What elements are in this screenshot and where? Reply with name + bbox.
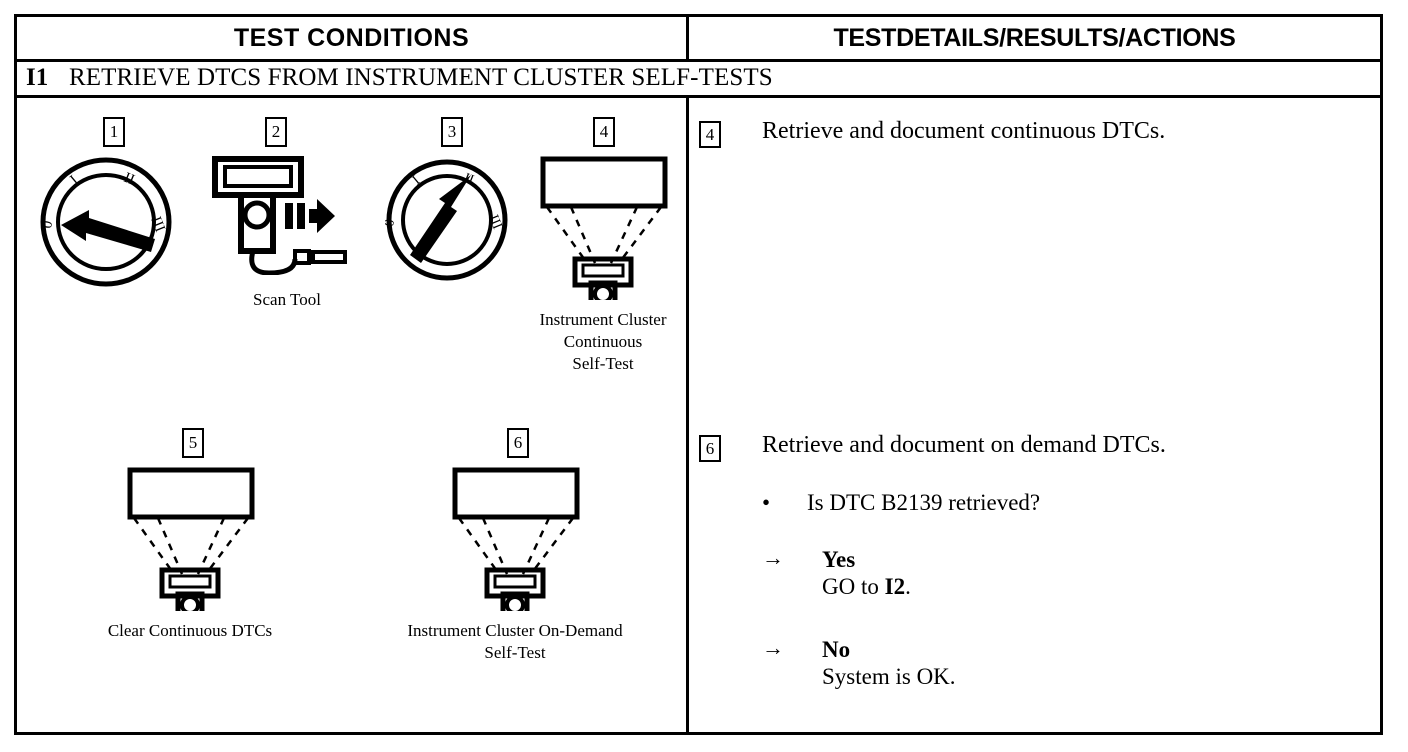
row-title-text: RETRIEVE DTCS FROM INSTRUMENT CLUSTER SE…: [69, 64, 773, 91]
header-test-details-label: TESTDETAILS/RESULTS/ACTIONS: [833, 23, 1236, 52]
step-6-text: Retrieve and document on demand DTCs.: [762, 432, 1166, 458]
figure-2-caption: Scan Tool: [253, 290, 321, 309]
table-row-title: I1 RETRIEVE DTCS FROM INSTRUMENT CLUSTER…: [17, 62, 1380, 98]
answer-yes-action: GO to I2.: [822, 573, 911, 600]
step-4-number: 4: [699, 121, 721, 148]
table-header-row: TEST CONDITIONS TESTDETAILS/RESULTS/ACTI…: [17, 17, 1380, 62]
test-conditions-cell: 1 0 I II III: [17, 98, 686, 732]
figure-4-number: 4: [593, 117, 615, 147]
answer-yes-label: Yes: [822, 547, 856, 572]
answer-no-action: System is OK.: [822, 663, 956, 690]
figure-6-number: 6: [507, 428, 529, 458]
answer-no-label: No: [822, 637, 851, 662]
diagnostic-table: TEST CONDITIONS TESTDETAILS/RESULTS/ACTI…: [14, 14, 1383, 735]
answer-yes-action-target: I2: [884, 574, 906, 599]
svg-text:0: 0: [39, 220, 56, 230]
figure-5: 5: [108, 428, 292, 708]
figure-6-caption: Instrument Cluster On-Demand Self-Test: [407, 621, 623, 662]
row-title-id: I1: [26, 64, 49, 91]
bullet-point-icon: •: [762, 490, 771, 515]
svg-text:III: III: [485, 213, 504, 232]
figure-4-caption: Instrument Cluster Continuous Self-Test: [539, 310, 667, 373]
figure-2: 2: [207, 117, 367, 327]
figure-5-number: 5: [182, 428, 204, 458]
figure-1: 1 0 I II III: [39, 117, 189, 297]
step-6-bullet-text: Is DTC B2139 retrieved?: [807, 490, 1041, 515]
figure-5-caption: Clear Continuous DTCs: [107, 621, 273, 640]
header-test-conditions-label: TEST CONDITIONS: [233, 23, 470, 52]
test-details-cell: 4 Retrieve and document continuous DTCs.…: [689, 98, 1380, 732]
figure-4: 4: [525, 117, 705, 397]
step-4-text: Retrieve and document continuous DTCs.: [762, 118, 1166, 144]
answer-yes-action-suffix: .: [905, 574, 911, 599]
answer-yes-action-prefix: GO to: [822, 574, 885, 599]
arrow-right-icon-yes: →: [762, 545, 784, 570]
answer-no-action-prefix: System is OK.: [822, 664, 956, 689]
figure-3-number: 3: [441, 117, 463, 147]
header-test-conditions: TEST CONDITIONS: [17, 17, 686, 59]
svg-text:I: I: [410, 173, 423, 188]
svg-text:0: 0: [385, 218, 398, 227]
step-6-number: 6: [699, 435, 721, 462]
figure-3: 3 0 I II III: [385, 117, 535, 297]
figure-1-number: 1: [103, 117, 125, 147]
figure-6: 6: [407, 428, 623, 708]
column-divider-body: [686, 98, 689, 732]
column-divider: [686, 17, 689, 59]
figure-2-number: 2: [265, 117, 287, 147]
table-body-row: 1 0 I II III: [17, 98, 1380, 732]
arrow-right-icon-no: →: [762, 635, 784, 660]
svg-text:I: I: [67, 173, 81, 188]
header-test-details: TESTDETAILS/RESULTS/ACTIONS: [689, 17, 1380, 59]
svg-text:III: III: [147, 215, 167, 235]
